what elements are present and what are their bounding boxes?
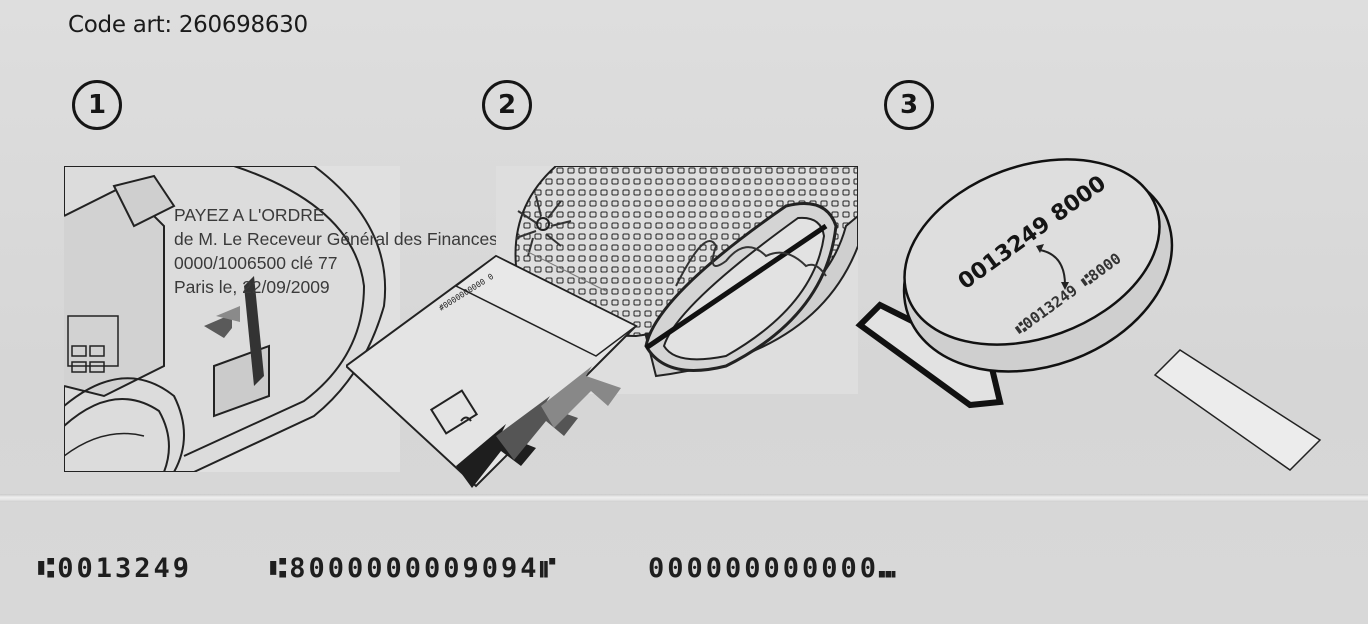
arrow-light-icon	[541, 366, 621, 428]
payee-text-block: PAYEZ A L'ORDRE de M. Le Receveur Généra…	[174, 203, 498, 299]
micr-group-1: ⑆0013249	[38, 553, 192, 584]
micr-line: ⑆0013249 ⑆8000000009094⑈ 000000000000⑉	[38, 553, 898, 584]
step-1-illustration	[64, 166, 400, 472]
payee-line-3: 0000/1006500 clé 77	[174, 253, 338, 273]
code-art-label: Code art: 260698630	[68, 12, 308, 38]
payee-line-2: de M. Le Receveur Général des Finances	[174, 229, 498, 249]
payee-line-1: PAYEZ A L'ORDRE	[174, 205, 325, 225]
payee-line-4: Paris le, 22/09/2009	[174, 277, 330, 297]
step-3-illustration: 0013249 8000 ⑆0013249 ⑆8000	[855, 158, 1322, 471]
step-1-badge: 1	[72, 80, 122, 130]
step-3-badge: 3	[884, 80, 934, 130]
micr-group-3: 000000000000⑉	[648, 553, 898, 584]
tear-line	[0, 494, 1368, 502]
micr-group-2: ⑆8000000009094⑈	[270, 553, 559, 584]
step-2-illustration: #0000000000 0	[346, 166, 858, 488]
step-2-badge: 2	[482, 80, 532, 130]
